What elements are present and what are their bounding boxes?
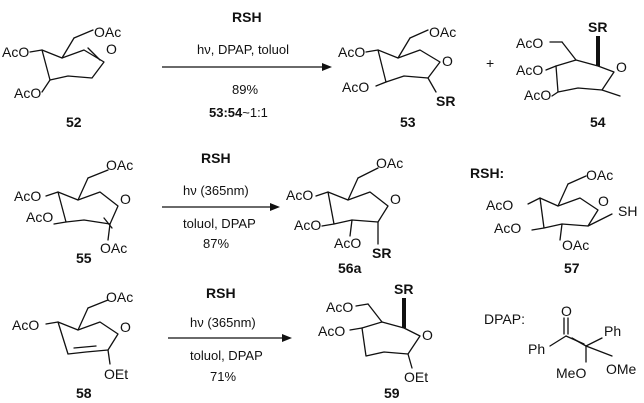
arrow2-solvent: toluol, DPAP <box>183 216 256 231</box>
dpap-ome: OMe <box>606 361 637 377</box>
dpap-structure: DPAP: O Ph Ph MeO OMe <box>484 303 637 381</box>
plus-sign: + <box>486 55 494 71</box>
compound-58: OAc AcO OEt O 58 <box>12 289 133 401</box>
rsh-header: RSH: <box>470 165 504 181</box>
arrow3-solvent: toluol, DPAP <box>190 348 263 363</box>
compound-54: AcO AcO AcO SR O 54 <box>516 19 627 130</box>
dpap-meo: MeO <box>556 365 586 381</box>
c55-ring-o: O <box>120 191 131 207</box>
c57-oac-top: OAc <box>586 167 613 183</box>
c56a-aco-bottom: AcO <box>334 235 361 251</box>
arrow3-reagent: RSH <box>206 285 236 301</box>
c59-sr: SR <box>394 281 413 297</box>
c59-number: 59 <box>384 385 400 401</box>
c59-ring-o: O <box>422 327 433 343</box>
compound-56a: OAc AcO AcO AcO SR O 56a <box>286 155 403 276</box>
c56a-oac: OAc <box>376 155 403 171</box>
c59-aco-top: AcO <box>326 299 353 315</box>
compound-59: AcO AcO SR OEt O 59 <box>318 281 433 401</box>
c57-number: 57 <box>564 260 580 276</box>
c57-aco-bottom: AcO <box>494 220 521 236</box>
arrow2-reagent: RSH <box>201 150 231 166</box>
c58-ring-o: O <box>120 319 131 335</box>
reaction-arrow-2: RSH hν (365nm) toluol, DPAP 87% <box>162 150 280 251</box>
c54-aco-top: AcO <box>516 35 543 51</box>
arrow1-yield: 89% <box>232 82 258 97</box>
arrow1-ratio-compounds: 53:54 <box>209 105 243 120</box>
c55-aco-bottom: AcO <box>26 209 53 225</box>
c57-sh: SH <box>618 203 637 219</box>
c55-aco-top: AcO <box>14 188 41 204</box>
c55-oac-top: OAc <box>106 157 133 173</box>
c56a-sr: SR <box>372 245 391 261</box>
arrow1-ratio-value: ~1:1 <box>242 105 268 120</box>
c59-oet: OEt <box>404 369 428 385</box>
c54-sr: SR <box>588 19 607 35</box>
compound-55: OAc AcO AcO OAc O 55 <box>14 157 133 266</box>
arrow2-yield: 87% <box>203 236 229 251</box>
arrow1-condition-top: hν, DPAP, toluol <box>197 42 289 57</box>
c52-ring-o: O <box>106 41 117 57</box>
reaction-arrow-3: RSH hν (365nm) toluol, DPAP 71% <box>168 285 292 384</box>
c58-aco: AcO <box>12 317 39 333</box>
c58-oet: OEt <box>104 366 128 382</box>
c54-number: 54 <box>590 114 606 130</box>
c58-oac: OAc <box>106 289 133 305</box>
c56a-ring-o: O <box>390 191 401 207</box>
c53-number: 53 <box>400 114 416 130</box>
c59-aco-bottom: AcO <box>318 323 345 339</box>
c52-number: 52 <box>66 114 82 130</box>
c54-ring-o: O <box>616 59 627 75</box>
c52-aco-top: AcO <box>2 44 29 60</box>
c58-number: 58 <box>76 385 92 401</box>
c52-aco-bottom: AcO <box>14 85 41 101</box>
reaction-arrow-1: RSH hν, DPAP, toluol 89% 53:54~1:1 <box>162 9 332 120</box>
c57-ring-o: O <box>598 193 609 209</box>
c53-sr: SR <box>436 93 455 109</box>
dpap-header: DPAP: <box>484 311 525 327</box>
c54-aco-mid: AcO <box>516 62 543 78</box>
c55-oac-bottom: OAc <box>100 240 127 256</box>
c56a-aco-mid: AcO <box>294 217 321 233</box>
dpap-ph-left: Ph <box>528 341 545 357</box>
compound-57: RSH: OAc AcO AcO OAc SH O 57 <box>470 165 637 276</box>
arrow3-condition-top: hν (365nm) <box>190 315 256 330</box>
c56a-number: 56a <box>338 260 362 276</box>
c53-ring-o: O <box>442 53 453 69</box>
c57-aco-top: AcO <box>486 197 513 213</box>
c57-oac-bottom: OAc <box>562 237 589 253</box>
compound-53: OAc AcO AcO SR O 53 <box>338 24 456 130</box>
c53-aco-bottom: AcO <box>342 79 369 95</box>
c54-aco-bottom: AcO <box>524 87 551 103</box>
c56a-aco-top: AcO <box>286 187 313 203</box>
c52-oac: OAc <box>94 24 121 40</box>
c53-aco-top: AcO <box>338 44 365 60</box>
c53-oac: OAc <box>429 24 456 40</box>
compound-52: OAc AcO AcO O 52 <box>2 24 121 130</box>
dpap-ph-right: Ph <box>604 323 621 339</box>
dpap-carbonyl-o: O <box>561 303 572 319</box>
arrow2-condition-top: hν (365nm) <box>183 183 249 198</box>
c55-number: 55 <box>76 250 92 266</box>
arrow1-reagent: RSH <box>232 9 262 25</box>
arrow1-ratio: 53:54~1:1 <box>209 105 268 120</box>
arrow3-yield: 71% <box>210 369 236 384</box>
